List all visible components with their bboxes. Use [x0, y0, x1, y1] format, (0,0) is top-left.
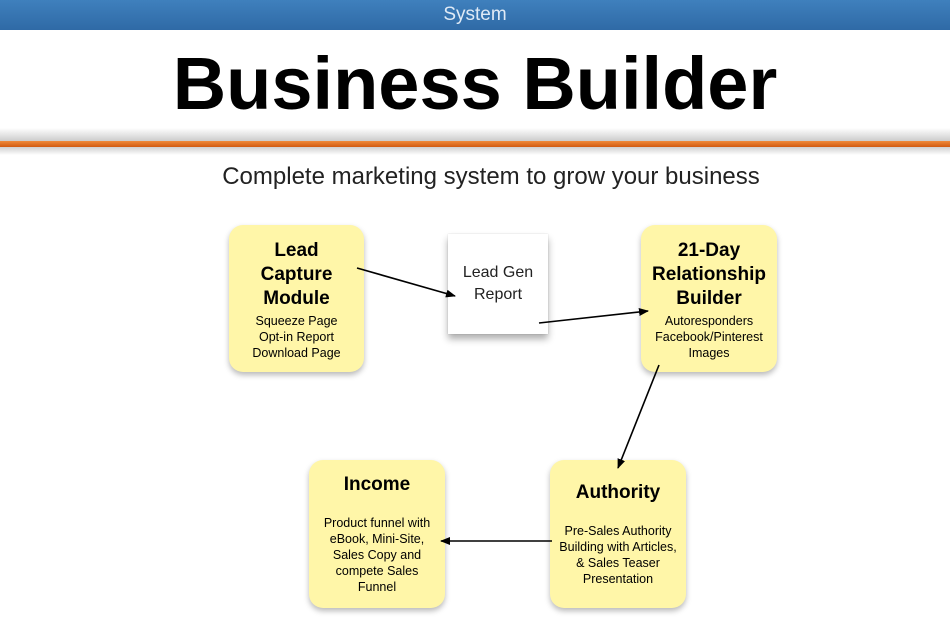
lead-capture-item: Download Page: [252, 346, 341, 360]
relationship-builder-item: Autoresponders: [664, 314, 754, 328]
relationship-builder-title: 21-Day Relationship Builder: [651, 240, 766, 309]
arrow-lead-to-report: [356, 267, 456, 298]
authority-text: Pre-Sales Authority Building with Articl…: [559, 524, 677, 586]
authority-node: Authority Pre-Sales Authority Building w…: [550, 460, 686, 608]
relationship-builder-item: Images: [688, 346, 730, 360]
lead-gen-report-document: Lead Gen Report: [448, 234, 548, 334]
income-node: Income Product funnel with eBook, Mini-S…: [309, 460, 445, 608]
lead-capture-item: Squeeze Page: [255, 314, 338, 328]
page-title: Business Builder: [172, 42, 778, 125]
section-header-bar: System: [0, 0, 950, 30]
income-text: Product funnel with eBook, Mini-Site, Sa…: [323, 516, 431, 594]
lead-capture-title: Lead Capture Module: [260, 240, 333, 309]
divider-lower-shadow: [0, 147, 950, 155]
lead-capture-items: Squeeze Page Opt-in Report Download Page: [229, 313, 364, 361]
authority-title: Authority: [575, 482, 661, 503]
income-title: Income: [343, 474, 411, 495]
divider-accent-stripe: [0, 141, 950, 147]
lead-capture-item: Opt-in Report: [258, 330, 335, 344]
divider-shadow: [0, 128, 950, 142]
page-subtitle: Complete marketing system to grow your b…: [222, 163, 760, 190]
lead-gen-report-label: Lead Gen Report: [462, 264, 534, 303]
section-label: System: [443, 4, 507, 25]
arrow-relationship-to-authority: [617, 364, 660, 469]
relationship-builder-items: Autoresponders Facebook/Pinterest Images: [641, 313, 777, 361]
lead-capture-node: Lead Capture Module Squeeze Page Opt-in …: [229, 225, 364, 372]
relationship-builder-item: Facebook/Pinterest: [655, 330, 763, 344]
relationship-builder-node: 21-Day Relationship Builder Autoresponde…: [641, 225, 777, 372]
arrow-report-to-relationship: [538, 308, 649, 324]
